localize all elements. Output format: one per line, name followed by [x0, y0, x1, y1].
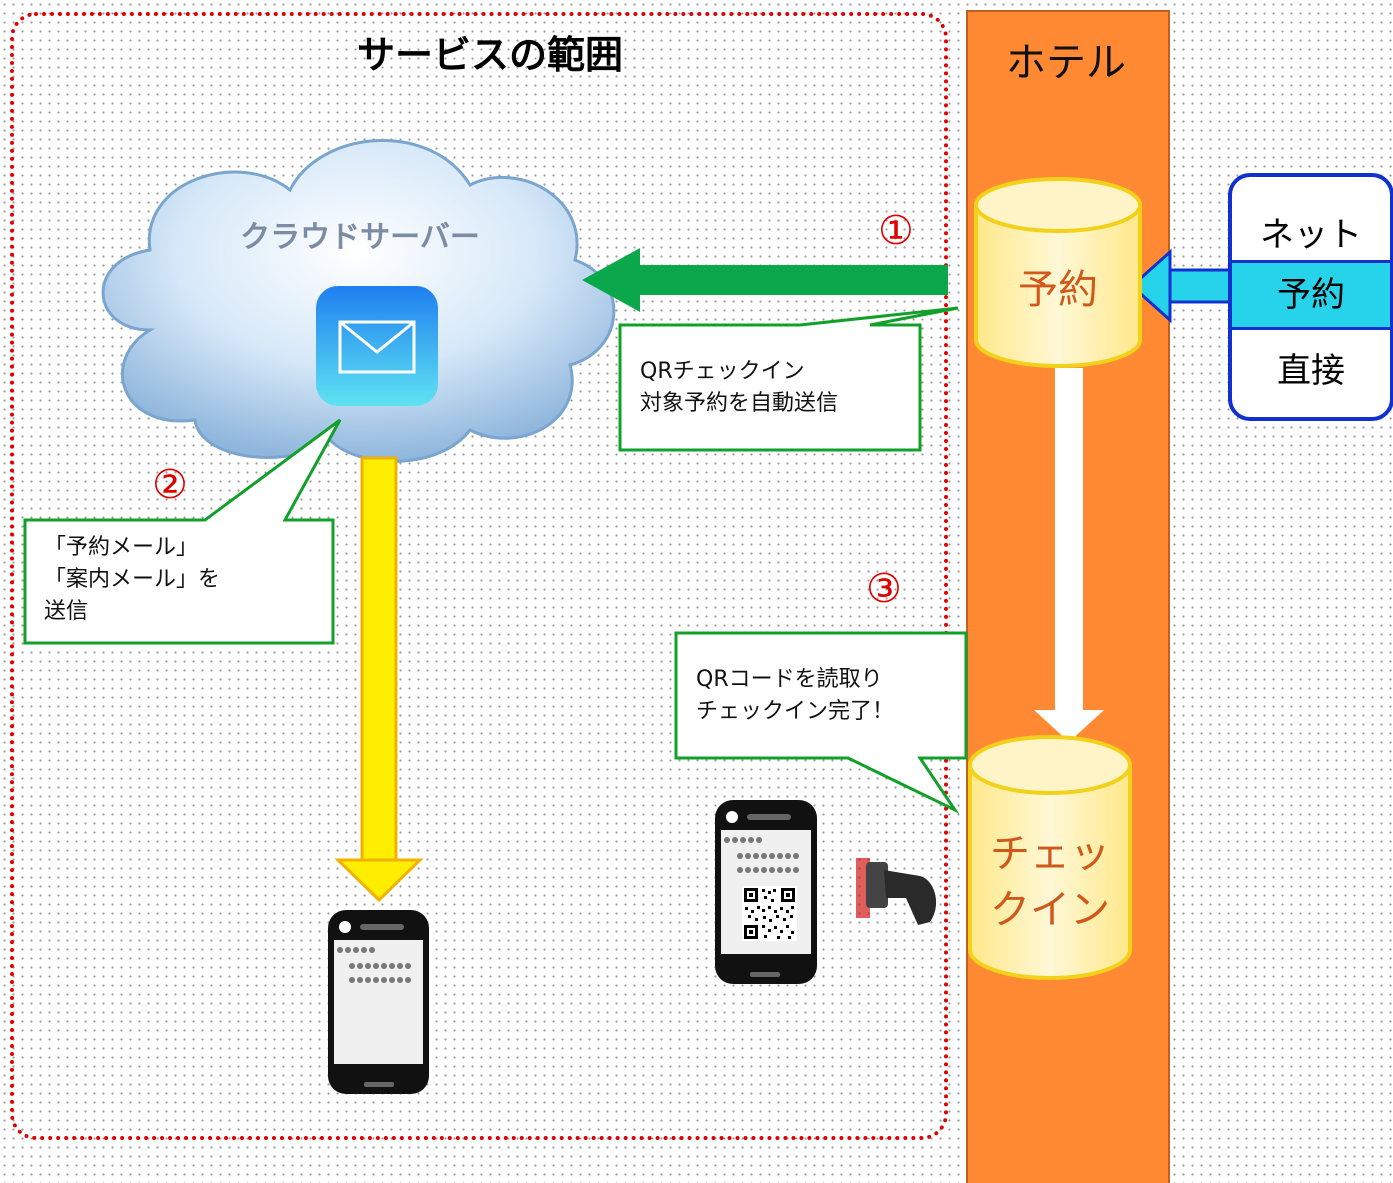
booking-source-box: ネット 予約 直接	[1228, 173, 1393, 421]
step-number-2: ②	[152, 462, 188, 508]
checkin-database	[968, 735, 1132, 980]
hotel-title: ホテル	[1006, 40, 1126, 86]
callout-mail-line3: 送信	[44, 599, 89, 624]
callout-qr-read-shape	[674, 631, 968, 814]
smartphone-icon	[328, 910, 429, 1094]
qr-code-icon	[742, 886, 797, 941]
checkin-label-line1: チェッ	[990, 831, 1110, 877]
callout-mail-line1: 「予約メール」	[44, 535, 199, 560]
callout-auto-send-text: QRチェックイン 対象予約を自動送信	[640, 356, 838, 420]
callout-mail-line2: 「案内メール」を	[44, 567, 221, 592]
barcode-scanner-icon	[856, 858, 937, 925]
booking-source-direct: 直接	[1277, 351, 1345, 391]
callout-mail-text: 「予約メール」 「案内メール」を 送信	[44, 532, 220, 628]
checkin-database-label: チェッ クイン	[970, 826, 1130, 938]
green-arrow-auto-send	[582, 248, 948, 312]
checkin-label-line2: クイン	[990, 887, 1110, 933]
callout-auto-send-line2: 対象予約を自動送信	[640, 391, 839, 416]
service-scope-region	[10, 12, 948, 1140]
step-number-1: ①	[878, 208, 914, 254]
cloud-server-label: クラウドサーバー	[240, 220, 480, 255]
callout-qr-read-line1: QRコードを読取り	[696, 667, 883, 692]
scope-title: サービスの範囲	[356, 33, 623, 77]
callout-auto-send-shape	[618, 306, 959, 452]
booking-source-net: ネット	[1260, 215, 1362, 255]
reservation-database	[974, 177, 1142, 368]
callout-auto-send-line1: QRチェックイン	[640, 359, 805, 384]
callout-qr-read-text: QRコードを読取り チェックイン完了！	[696, 664, 894, 728]
white-arrow-flow	[1034, 368, 1104, 742]
reservation-database-label: 予約	[1018, 267, 1098, 313]
mail-app-icon	[316, 286, 438, 406]
callout-mail-shape	[23, 418, 342, 645]
yellow-arrow-mail-send	[334, 456, 424, 903]
booking-source-reservation: 予約	[1232, 260, 1390, 330]
step-number-3: ③	[866, 566, 902, 612]
cyan-arrow-booking	[1129, 248, 1234, 324]
callout-qr-read-line2: チェックイン完了！	[696, 699, 895, 724]
